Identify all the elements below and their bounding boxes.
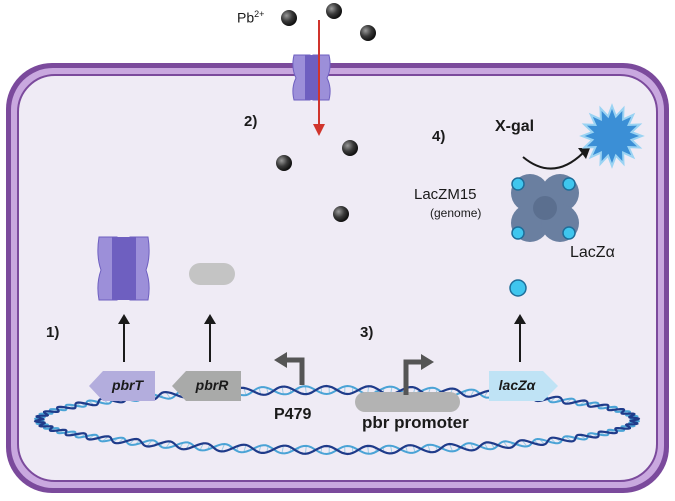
membrane-channel bbox=[293, 55, 330, 100]
p479-label: P479 bbox=[274, 406, 311, 424]
lead-ion bbox=[333, 206, 349, 222]
lead-ion bbox=[342, 140, 358, 156]
gene-pbrR-label: pbrR bbox=[183, 371, 241, 399]
gene-pbrT-label: pbrT bbox=[100, 371, 155, 399]
genome-label: (genome) bbox=[430, 206, 481, 220]
lead-ion bbox=[360, 25, 376, 41]
ion-label: Pb2+ bbox=[237, 9, 264, 26]
lacz-alpha-free bbox=[510, 280, 526, 296]
step-2-label: 2) bbox=[244, 113, 257, 130]
xgal-label: X-gal bbox=[495, 118, 534, 136]
gene-lacz-label: lacZα bbox=[489, 371, 545, 399]
lead-ion bbox=[326, 3, 342, 19]
blue-product-starburst bbox=[582, 106, 642, 166]
pbrR-protein bbox=[189, 263, 235, 285]
pbr-promoter-label: pbr promoter bbox=[362, 413, 469, 433]
lead-ion bbox=[276, 155, 292, 171]
step-4-label: 4) bbox=[432, 128, 445, 145]
step-1-label: 1) bbox=[46, 324, 59, 341]
lead-ion bbox=[281, 10, 297, 26]
pbrT-protein bbox=[98, 237, 149, 300]
lacz-alpha-label: LacZα bbox=[570, 244, 615, 262]
laczm15-label: LacZM15 bbox=[414, 186, 477, 203]
step-3-label: 3) bbox=[360, 324, 373, 341]
